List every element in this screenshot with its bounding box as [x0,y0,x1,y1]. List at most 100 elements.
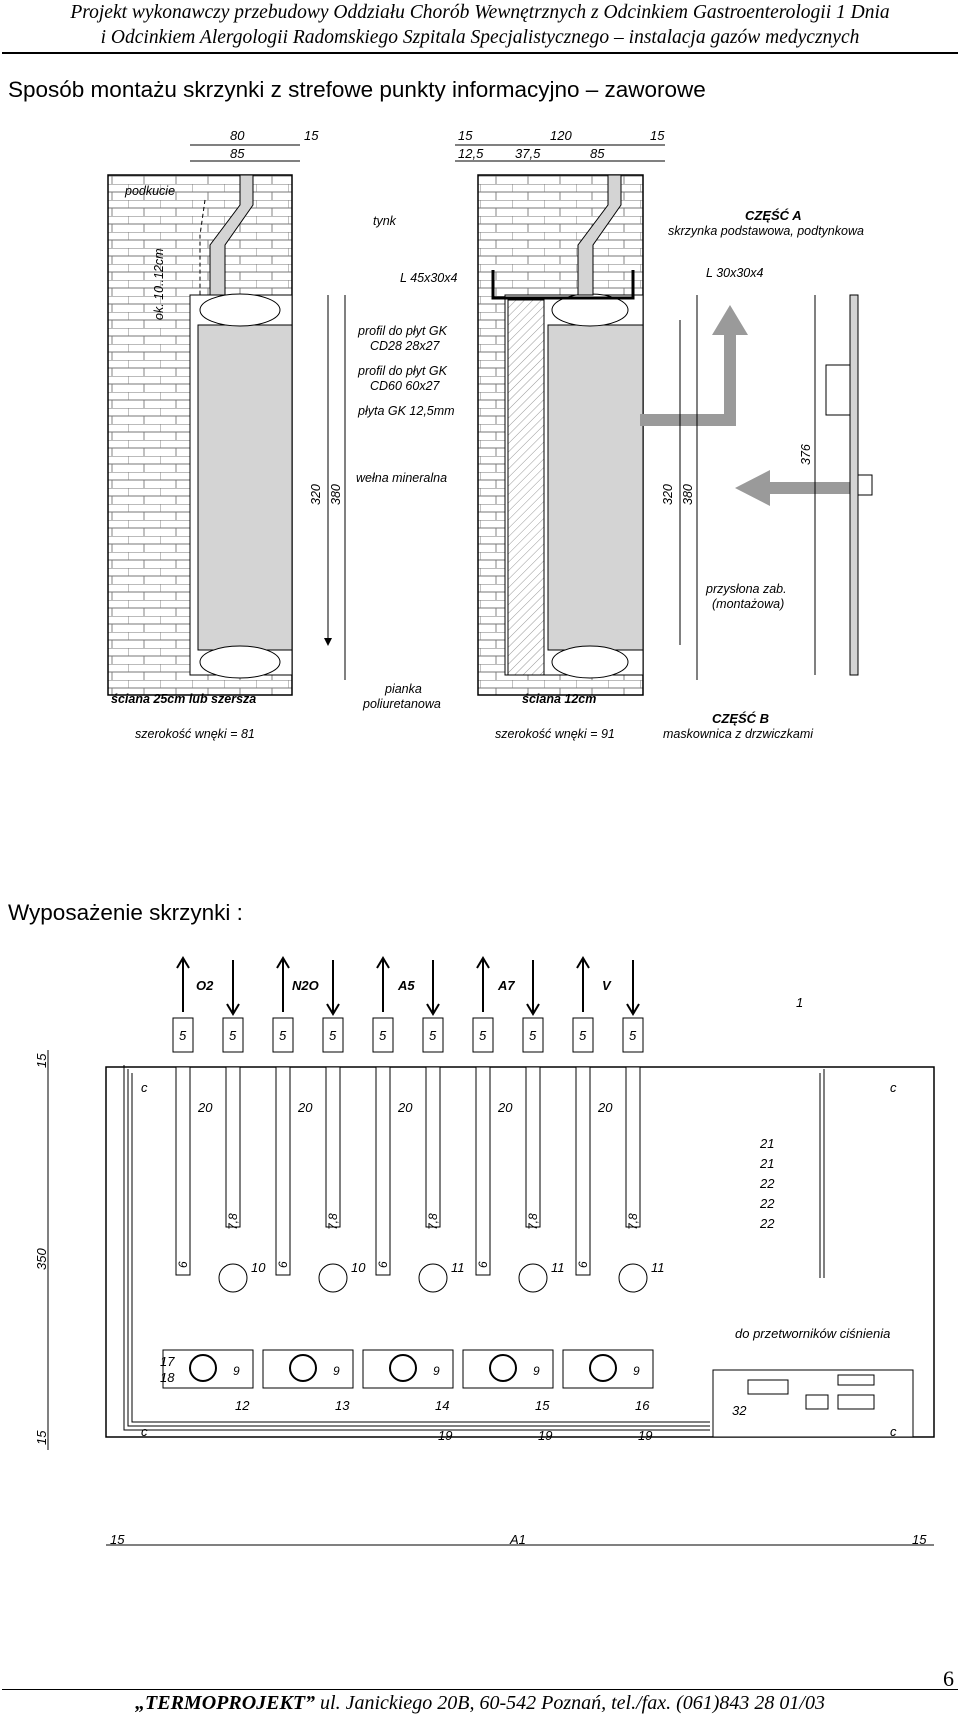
dim-15-right: 15 [912,1532,927,1547]
label-pianka2: poliuretanowa [362,697,441,711]
item-outlet-number: 13 [335,1398,350,1413]
gas-arrow-up-icon [476,956,490,1012]
pipe-segment [275,1066,291,1276]
dn-78-label: 7,8 [226,1213,240,1230]
corner-c-bl: c [141,1424,148,1439]
gas-n2o: N2O [292,978,319,993]
dn-9-label: 9 [333,1364,340,1378]
ball-valve [618,1263,648,1293]
pipe-segment [175,1066,191,1276]
wall-left [107,174,293,696]
pipe-dn-label: 5 [629,1028,637,1043]
label-ok: ok. 10..12cm [152,248,166,320]
label-sciana2: ściana 12cm [522,692,596,706]
pipe-dn-label: 5 [579,1028,587,1043]
header-line-2: i Odcinkiem Alergologii Radomskiego Szpi… [100,27,860,48]
header-rule [2,52,958,54]
pipe-dn-label: 5 [479,1028,487,1043]
item-outlet-number: 15 [535,1398,550,1413]
label-czesc-b: CZĘŚĆ B [712,711,769,726]
manometer-icon [589,1354,617,1382]
label-przetworniki: do przetworników ciśnienia [735,1326,890,1341]
item-21b: 21 [759,1156,774,1171]
manometer-icon [389,1354,417,1382]
label-podkucie: podkucie [124,184,175,198]
item-valve-number: 10 [351,1260,366,1275]
pipe-segment [525,1066,541,1228]
label-profil1a: profil do płyt GK [357,324,448,338]
label-sciana1: ściana 25cm lub szersza [111,692,256,706]
dn-9-label: 9 [233,1364,240,1378]
item-outlet-number: 14 [435,1398,449,1413]
label-czesc-b-sub: maskownica z drzwiczkami [663,727,814,741]
pipe-dn-label: 5 [179,1028,187,1043]
ball-valve [318,1263,348,1293]
dim-120: 120 [550,128,572,143]
dim-85b: 85 [590,146,605,161]
pipe-segment [375,1066,391,1276]
manometer-icon [289,1354,317,1382]
dn-20-label: 20 [597,1100,613,1115]
gas-arrow-up-icon [176,956,190,1012]
pipe-dn-box [322,1017,344,1053]
dn-9-label: 9 [533,1364,540,1378]
item-19: 19 [638,1428,652,1443]
dn-78-label: 7,8 [626,1213,640,1230]
item-19: 19 [438,1428,452,1443]
gas-arrow-up-icon [376,956,390,1012]
gas-arrow-down-icon [326,960,340,1016]
label-profil1b: CD28 28x27 [370,339,441,353]
item-valve-number: 11 [651,1260,665,1275]
dn-9-label: 9 [633,1364,640,1378]
pipe-dn-label: 5 [329,1028,337,1043]
dn-20-label: 20 [497,1100,513,1115]
pipe-dn-label: 5 [529,1028,537,1043]
pipe-dn-box [472,1017,494,1053]
dn-6-label: 6 [276,1261,290,1268]
pipe-dn-label: 5 [229,1028,237,1043]
gas-arrow-up-icon [576,956,590,1012]
pipe-segment [625,1066,641,1228]
label-tynk: tynk [373,214,397,228]
item-valve-number: 11 [551,1260,565,1275]
section-title-mounting: Sposób montażu skrzynki z strefowe punkt… [8,77,706,102]
label-czesc-a-sub: skrzynka podstawowa, podtynkowa [668,224,864,238]
footer-address: ul. Janickiego 20B, 60-542 Poznań, tel./… [315,1692,825,1714]
dn-78-label: 7,8 [526,1213,540,1230]
item-17: 17 [160,1354,175,1369]
label-przyslona1: przysłona zab. [705,582,787,596]
pipe-dn-label: 5 [279,1028,287,1043]
dn-78-label: 7,8 [326,1213,340,1230]
dimensions-left: 80 15 85 [190,128,319,162]
gas-arrow-down-icon [426,960,440,1016]
dim-15-top: 15 [34,1053,49,1068]
gas-o2: O2 [196,978,214,993]
pipe-segment [475,1066,491,1276]
pipe-segment [425,1066,441,1228]
ball-valve [218,1263,248,1293]
gas-arrow-down-icon [626,960,640,1016]
label-pianka1: pianka [384,682,422,696]
item-valve-number: 11 [451,1260,465,1275]
pipe-dn-box [622,1017,644,1053]
document-header: Projekt wykonawczy przebudowy Oddziału C… [0,0,960,50]
item-1: 1 [796,995,803,1010]
dn-6-label: 6 [476,1261,490,1268]
dim-12-5: 12,5 [458,146,484,161]
label-przyslona2: (montażowa) [712,597,784,611]
label-welna: wełna mineralna [356,471,447,485]
dn-20-label: 20 [197,1100,213,1115]
corner-c-br: c [890,1424,897,1439]
dim-15-bottom: 15 [34,1430,49,1445]
dim-80: 80 [230,128,245,143]
door-profile [825,294,873,676]
label-profil2a: profil do płyt GK [357,364,448,378]
item-21a: 21 [759,1136,774,1151]
item-32: 32 [732,1403,747,1418]
dn-20-label: 20 [397,1100,413,1115]
dn-20-label: 20 [297,1100,313,1115]
pipe-dn-box [422,1017,444,1053]
label-320b: 320 [661,484,675,505]
dn-6-label: 6 [176,1261,190,1268]
label-l30: L 30x30x4 [706,266,764,280]
